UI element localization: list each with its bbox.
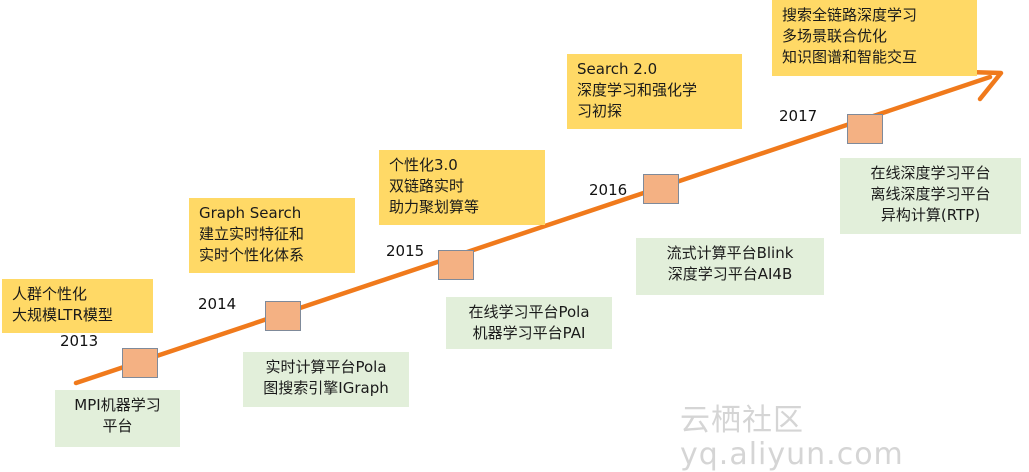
year-2013-label: 2013	[60, 332, 99, 350]
milestone-2013-marker	[122, 348, 158, 378]
milestone-2016-marker	[643, 174, 679, 204]
timeline-arrow-shaft	[73, 74, 993, 386]
milestone-2017-highlights: 搜索全链路深度学习 多场景联合优化 知识图谱和智能交互	[772, 0, 977, 76]
milestone-2016-platform-1: 流式计算平台Blink	[666, 244, 794, 262]
milestone-2017-platform-1: 在线深度学习平台	[870, 164, 991, 182]
milestone-2017-highlight-1: 搜索全链路深度学习	[782, 6, 918, 24]
milestone-2013-highlight-2: 大规模LTR模型	[12, 306, 113, 324]
year-2017-label: 2017	[779, 107, 818, 125]
milestone-2015-platform-2: 机器学习平台PAI	[472, 324, 586, 342]
milestone-2014-highlights: Graph Search 建立实时特征和 实时个性化体系	[189, 198, 355, 273]
milestone-2014-highlight-1: Graph Search	[199, 204, 302, 222]
milestone-2017-highlight-3: 知识图谱和智能交互	[782, 48, 918, 66]
milestone-2014-platform-1: 实时计算平台Pola	[265, 358, 387, 376]
milestone-2013-platform-1: MPI机器学习	[74, 396, 161, 414]
milestone-2015-marker	[438, 250, 474, 280]
milestone-2014-highlight-2: 建立实时特征和	[199, 225, 305, 243]
milestone-2017-highlight-2: 多场景联合优化	[782, 27, 888, 45]
milestone-2016-platform-2: 深度学习平台AI4B	[667, 265, 793, 283]
milestone-2013-platform-2: 平台	[102, 417, 133, 435]
milestone-2013-highlights: 人群个性化 大规模LTR模型	[2, 279, 153, 333]
timeline-arrow	[73, 69, 1004, 386]
milestone-2015-highlight-3: 助力聚划算等	[389, 198, 480, 216]
milestone-2016-highlight-3: 习初探	[577, 102, 623, 120]
milestone-2014-platforms: 实时计算平台Pola 图搜索引擎IGraph	[243, 352, 409, 407]
milestone-2015-highlight-2: 双链路实时	[389, 177, 465, 195]
milestone-2017-marker	[847, 114, 883, 144]
year-2015-label: 2015	[386, 242, 425, 260]
milestone-2014-highlight-3: 实时个性化体系	[199, 246, 305, 264]
milestone-2016-platforms: 流式计算平台Blink 深度学习平台AI4B	[636, 238, 824, 295]
milestone-2015-platforms: 在线学习平台Pola 机器学习平台PAI	[446, 297, 612, 349]
milestone-2016-highlight-1: Search 2.0	[577, 60, 658, 78]
timeline-arrow-head	[965, 69, 1004, 102]
milestone-2016-highlights: Search 2.0 深度学习和强化学 习初探	[567, 54, 742, 129]
milestone-2017-platform-2: 离线深度学习平台	[870, 185, 991, 203]
milestone-2014-marker	[265, 301, 301, 331]
milestone-2013-platforms: MPI机器学习 平台	[55, 390, 180, 447]
milestone-2017-platform-3: 异构计算(RTP)	[880, 206, 981, 224]
milestone-2015-highlight-1: 个性化3.0	[389, 156, 458, 174]
year-2014-label: 2014	[198, 295, 237, 313]
watermark-text: 云栖社区 yq.aliyun.com	[680, 403, 904, 472]
milestone-2015-platform-1: 在线学习平台Pola	[468, 303, 590, 321]
milestone-2013-highlight-1: 人群个性化	[12, 285, 88, 303]
milestone-2014-platform-2: 图搜索引擎IGraph	[263, 379, 389, 397]
milestone-2015-highlights: 个性化3.0 双链路实时 助力聚划算等	[379, 150, 545, 225]
milestone-2017-platforms: 在线深度学习平台 离线深度学习平台 异构计算(RTP)	[840, 158, 1021, 234]
milestone-2016-highlight-2: 深度学习和强化学	[577, 81, 698, 99]
year-2016-label: 2016	[589, 181, 628, 199]
